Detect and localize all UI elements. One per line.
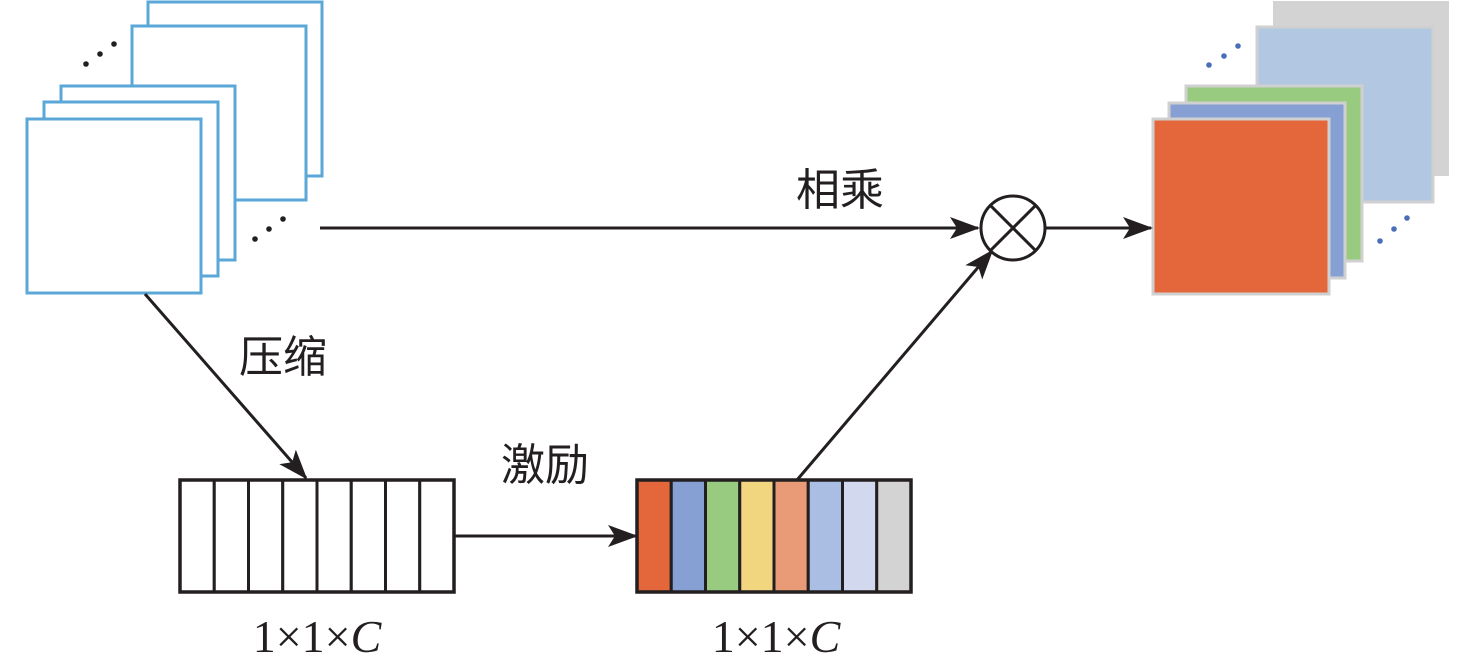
circled-times-icon — [979, 194, 1047, 262]
dim-var: C — [810, 611, 842, 662]
channel-cell — [704, 478, 742, 594]
channel-cell — [212, 478, 250, 594]
channel-cell — [635, 478, 673, 594]
channel-cell — [247, 478, 285, 594]
squeeze-arrow — [143, 293, 308, 480]
channel-cell — [772, 478, 810, 594]
ellipsis-dots — [1377, 215, 1410, 244]
channel-cell — [384, 478, 422, 594]
input-feature-maps — [25, 0, 324, 295]
ellipsis-dots — [83, 41, 117, 67]
dim-prefix: 1×1× — [253, 611, 351, 662]
ellipsis-dots — [252, 216, 286, 242]
multiply-label: 相乘 — [796, 166, 884, 215]
scale-arrow — [795, 249, 994, 481]
input-feature-map — [25, 117, 203, 295]
channel-cell — [349, 478, 387, 594]
channel-cell — [669, 478, 707, 594]
ellipsis-dots — [1206, 43, 1241, 68]
dim-prefix: 1×1× — [712, 611, 810, 662]
channel-cell — [875, 478, 913, 594]
excitation-vector — [635, 478, 913, 594]
squeeze-vector — [178, 478, 456, 594]
excitation-dimension-label: 1×1×C — [712, 611, 842, 662]
squeeze-label: 压缩 — [239, 333, 327, 382]
channel-cell — [806, 478, 844, 594]
channel-cell — [315, 478, 353, 594]
vector-outline — [635, 478, 913, 594]
dim-var: C — [351, 611, 383, 662]
vector-outline — [178, 478, 456, 594]
channel-cell — [841, 478, 879, 594]
channel-cell — [178, 478, 216, 594]
channel-cell — [418, 478, 456, 594]
squeeze-dimension-label: 1×1×C — [253, 611, 383, 662]
channel-cell — [738, 478, 776, 594]
output-feature-maps — [1151, 1, 1449, 296]
excitation-label: 激励 — [501, 441, 589, 490]
output-feature-map — [1151, 117, 1331, 296]
channel-cell — [281, 478, 319, 594]
